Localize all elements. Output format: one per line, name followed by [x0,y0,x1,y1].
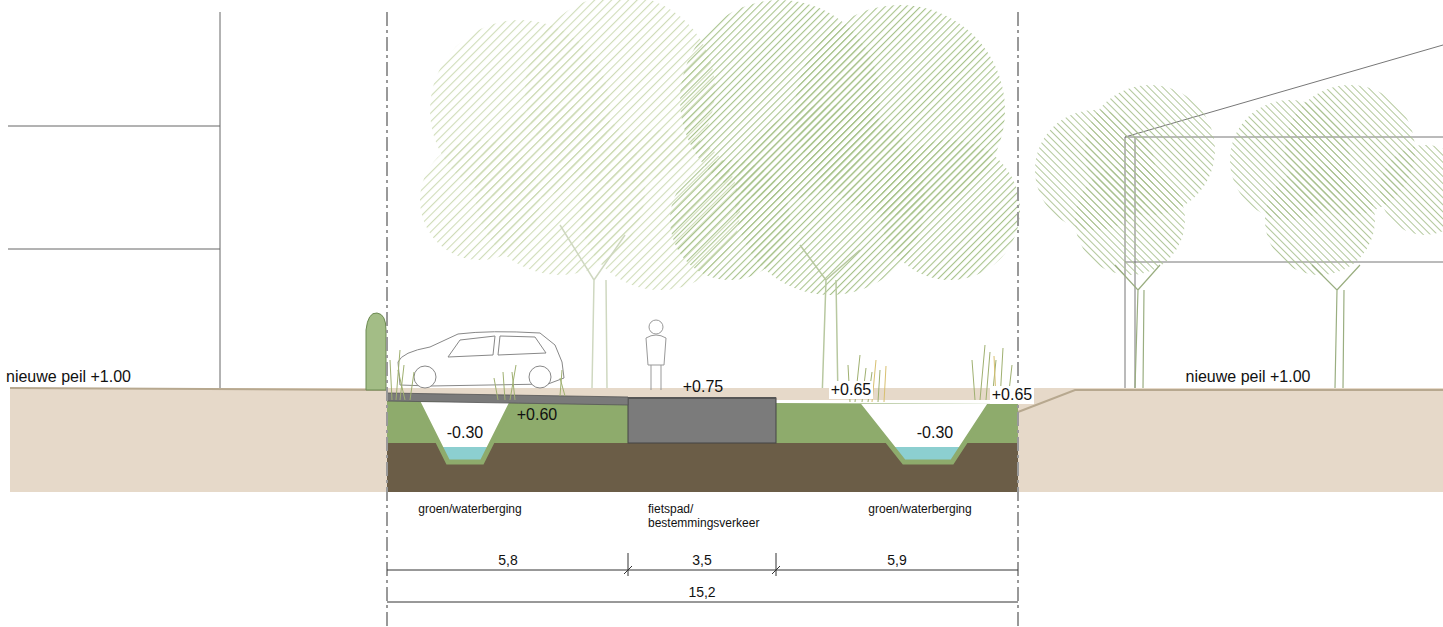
tree-right [1035,85,1443,275]
tree-dark [670,0,1020,295]
boundary-line [387,12,1018,627]
ditch [858,404,990,462]
level-label: -0.30 [447,424,483,442]
zone-label: fietspad/ bestemmingsverkeer [648,503,776,531]
ground-edge [776,400,1018,404]
road [628,398,776,443]
ditch-slope [858,404,990,462]
tree-trunk [800,245,860,400]
dimension-label: 15,2 [688,584,715,600]
driveway [387,393,628,405]
level-label: nieuwe peil +1.00 [6,368,131,386]
ground [10,388,1443,492]
level-label: nieuwe peil +1.00 [1186,368,1311,386]
tree-trunk [1115,265,1360,388]
level-label: -0.30 [917,424,953,442]
tree-trunk [560,225,625,388]
level-label: +0.65 [990,386,1034,404]
dimension-label: 5,9 [887,552,906,568]
level-label: +0.65 [829,381,873,399]
ditch [418,402,512,462]
dimension-label: 5,8 [498,552,517,568]
ditch-slope [418,402,512,462]
ground-line [10,388,387,390]
ground-line [1018,390,1443,412]
dimension-label: 3,5 [692,552,711,568]
grass [390,345,1012,402]
level-label: +0.60 [517,406,557,424]
soil [387,443,1018,492]
grass [872,356,996,402]
building-left [8,12,220,388]
zone-label: groen/waterberging [868,503,971,517]
level-label: +0.75 [683,378,723,396]
cyclist [646,320,666,390]
zone-label: groen/waterberging [418,503,521,517]
car [398,332,564,388]
hedge [366,313,386,390]
dimension-line [387,553,1018,602]
road-top [628,397,776,399]
